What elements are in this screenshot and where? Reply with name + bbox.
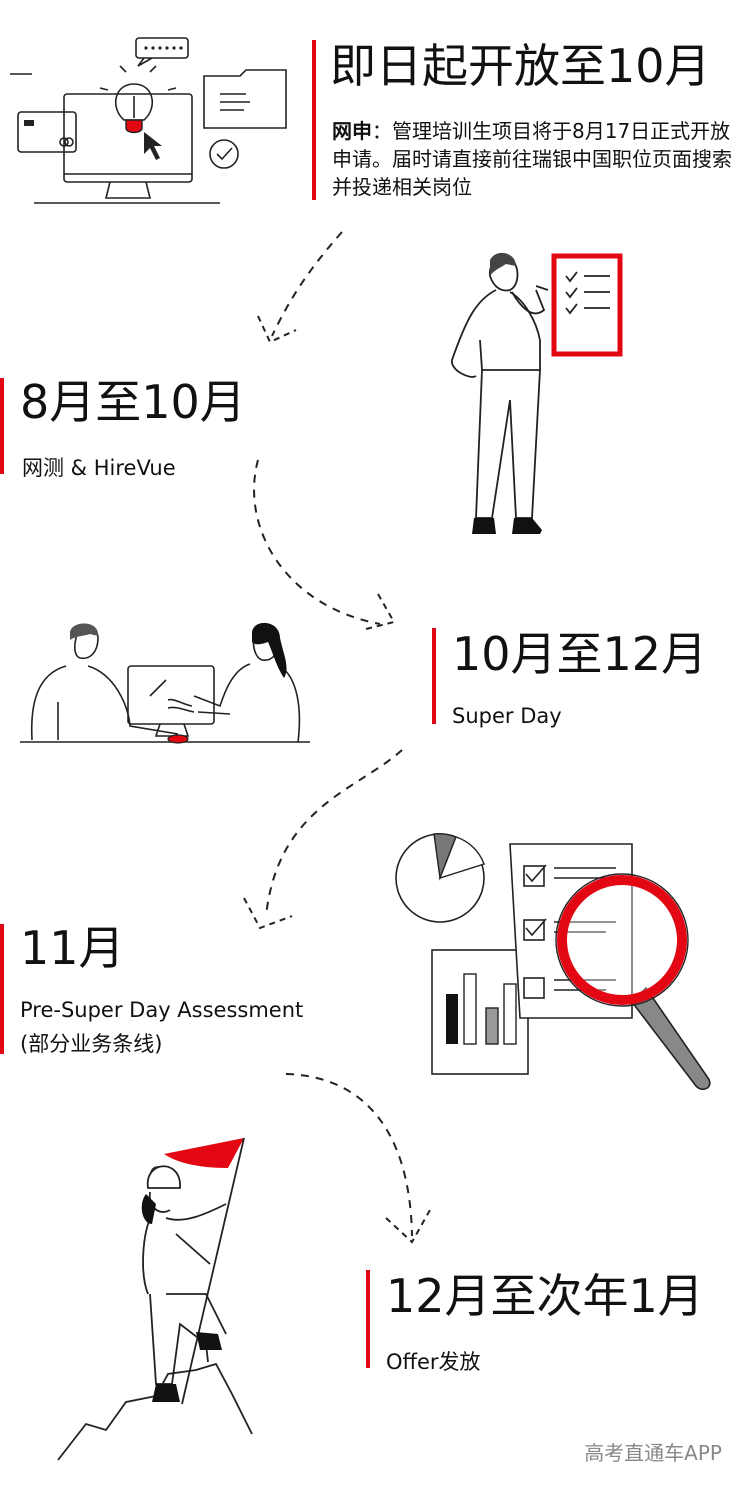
step5-accent-bar (366, 1270, 370, 1368)
step2-subtitle: 网测 & HireVue (22, 456, 176, 480)
step1-label-separator: ： (372, 119, 392, 143)
step3-accent-bar (432, 628, 436, 724)
interview-illustration (20, 622, 310, 744)
dashed-arrow-3 (243, 749, 403, 930)
step1-description-text: 管理培训生项目将于8月17日正式开放申请。届时请直接前往瑞银中国职位页面搜索并投… (332, 119, 732, 199)
step1-accent-bar (312, 40, 316, 200)
step2-title: 8月至10月 (20, 375, 246, 429)
thinking-man-checklist-illustration (451, 252, 623, 534)
step1-description: 网申：管理培训生项目将于8月17日正式开放申请。届时请直接前往瑞银中国职位页面搜… (332, 117, 742, 201)
step1-title: 即日起开放至10月 (330, 39, 711, 93)
step5-title: 12月至次年1月 (386, 1269, 704, 1323)
dashed-arrow-4 (285, 1073, 431, 1244)
step1-label: 网申 (332, 119, 372, 143)
computer-lightbulb-illustration (10, 37, 287, 204)
step4-title: 11月 (20, 921, 125, 975)
step5-subtitle: Offer发放 (386, 1350, 481, 1374)
climber-flag-illustration (57, 1137, 253, 1461)
step3-title: 10月至12月 (452, 627, 708, 681)
step2-accent-bar (0, 378, 4, 474)
dashed-arrow-1 (257, 231, 343, 344)
dashed-arrow-2 (253, 459, 396, 631)
step3-subtitle: Super Day (452, 704, 562, 728)
step4-accent-bar (0, 924, 4, 1054)
watermark: 高考直通车APP (584, 1441, 722, 1465)
step4-subtitle-note: (部分业务条线) (20, 1032, 163, 1056)
step4-subtitle: Pre-Super Day Assessment (20, 998, 304, 1022)
assessment-illustration (395, 832, 711, 1091)
